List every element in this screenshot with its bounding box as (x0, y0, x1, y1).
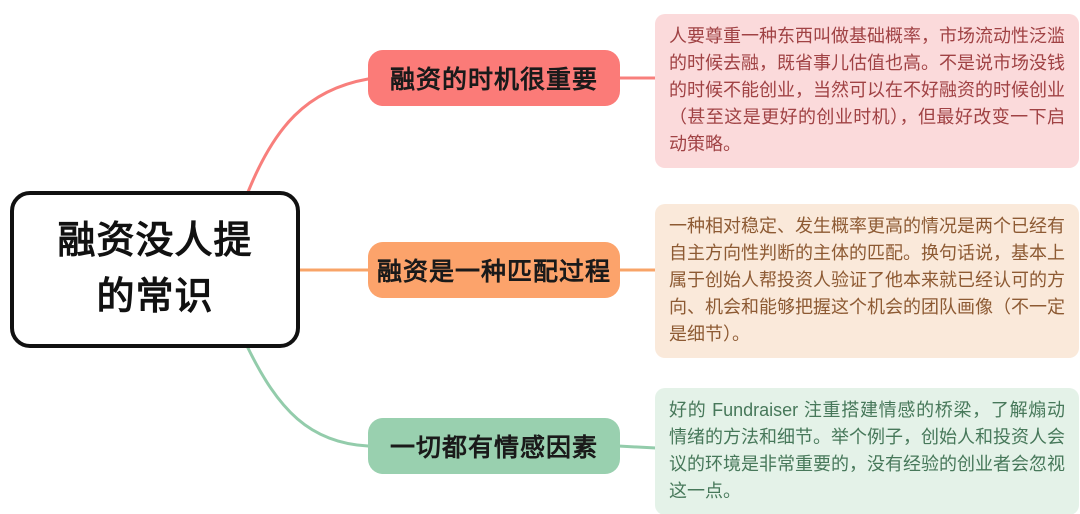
note-timing[interactable]: 人要尊重一种东西叫做基础概率，市场流动性泛滥的时候去融，既省事儿估值也高。不是说… (655, 14, 1079, 168)
branch-node-timing-label: 融资的时机很重要 (389, 66, 598, 94)
branch-node-timing[interactable]: 融资的时机很重要 (368, 50, 620, 106)
branch-node-matching-label: 融资是一种匹配过程 (376, 258, 611, 286)
note-emotion[interactable]: 好的 Fundraiser 注重搭建情感的桥梁，了解煽动情绪的方法和细节。举个例… (655, 388, 1079, 514)
branch-node-emotion-label: 一切都有情感因素 (389, 434, 598, 462)
branch-node-emotion[interactable]: 一切都有情感因素 (368, 418, 620, 474)
branch-node-matching[interactable]: 融资是一种匹配过程 (368, 242, 620, 298)
connector-root-to-branch-timing (246, 77, 370, 194)
root-node[interactable]: 融资没人提 的常识 (10, 191, 300, 348)
connector-branch-emotion-to-note (616, 444, 658, 450)
root-node-label-line1: 融资没人提 (57, 220, 253, 263)
connector-root-to-branch-emotion (245, 344, 370, 448)
root-node-label-line2: 的常识 (96, 275, 214, 318)
note-matching[interactable]: 一种相对稳定、发生概率更高的情况是两个已经有自主方向性判断的主体的匹配。换句话说… (655, 204, 1079, 358)
